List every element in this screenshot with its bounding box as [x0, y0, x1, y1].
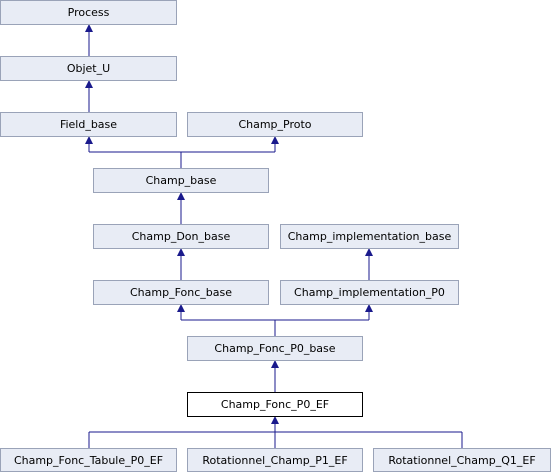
- class-node-objet-u[interactable]: Objet_U: [0, 56, 177, 81]
- class-node-champ-fonc-p0-base[interactable]: Champ_Fonc_P0_base: [187, 336, 363, 361]
- class-node-rotationnel-champ-p1-ef[interactable]: Rotationnel_Champ_P1_EF: [187, 448, 363, 472]
- class-node-champ-fonc-tabule-p0-ef[interactable]: Champ_Fonc_Tabule_P0_EF: [0, 448, 177, 472]
- class-node-champ-fonc-base[interactable]: Champ_Fonc_base: [93, 280, 269, 305]
- class-node-champ-don-base[interactable]: Champ_Don_base: [93, 224, 269, 249]
- class-node-champ-fonc-p0-ef-current: Champ_Fonc_P0_EF: [187, 392, 363, 417]
- class-node-champ-implementation-base[interactable]: Champ_implementation_base: [280, 224, 459, 249]
- class-node-rotationnel-champ-q1-ef[interactable]: Rotationnel_Champ_Q1_EF: [373, 448, 551, 472]
- class-node-champ-base[interactable]: Champ_base: [93, 168, 269, 193]
- class-node-field-base[interactable]: Field_base: [0, 112, 177, 137]
- class-node-champ-implementation-p0[interactable]: Champ_implementation_P0: [280, 280, 459, 305]
- class-node-champ-proto[interactable]: Champ_Proto: [187, 112, 363, 137]
- class-node-process[interactable]: Process: [0, 0, 177, 25]
